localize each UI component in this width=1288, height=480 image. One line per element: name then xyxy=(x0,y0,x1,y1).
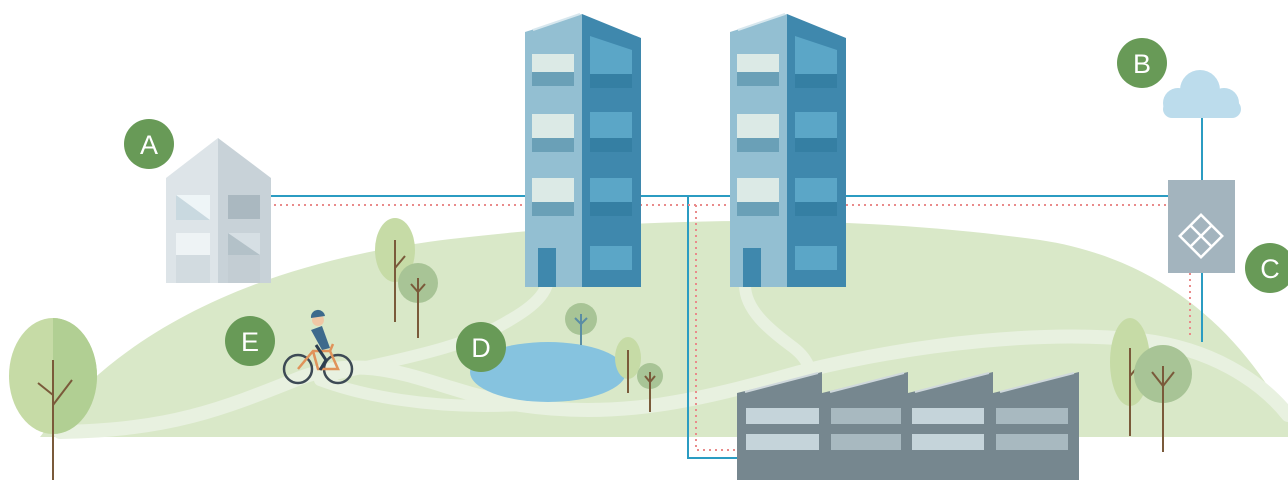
marker-c-label: C xyxy=(1260,254,1280,284)
house-icon xyxy=(166,138,271,283)
apartment-tower-icon xyxy=(525,14,641,287)
apartment-tower-icon xyxy=(730,14,846,287)
marker-a: A xyxy=(124,119,174,169)
marker-c: C xyxy=(1245,243,1288,293)
cloud-icon xyxy=(1163,70,1241,118)
marker-e-label: E xyxy=(241,327,259,357)
marker-b: B xyxy=(1117,38,1167,88)
marker-a-label: A xyxy=(140,130,158,160)
factory-icon xyxy=(737,372,1079,480)
gateway-icon xyxy=(1168,180,1235,273)
marker-d-label: D xyxy=(471,333,491,363)
tree-icon xyxy=(9,318,97,480)
marker-e: E xyxy=(225,316,275,366)
marker-b-label: B xyxy=(1133,49,1151,79)
marker-d: D xyxy=(456,322,506,372)
